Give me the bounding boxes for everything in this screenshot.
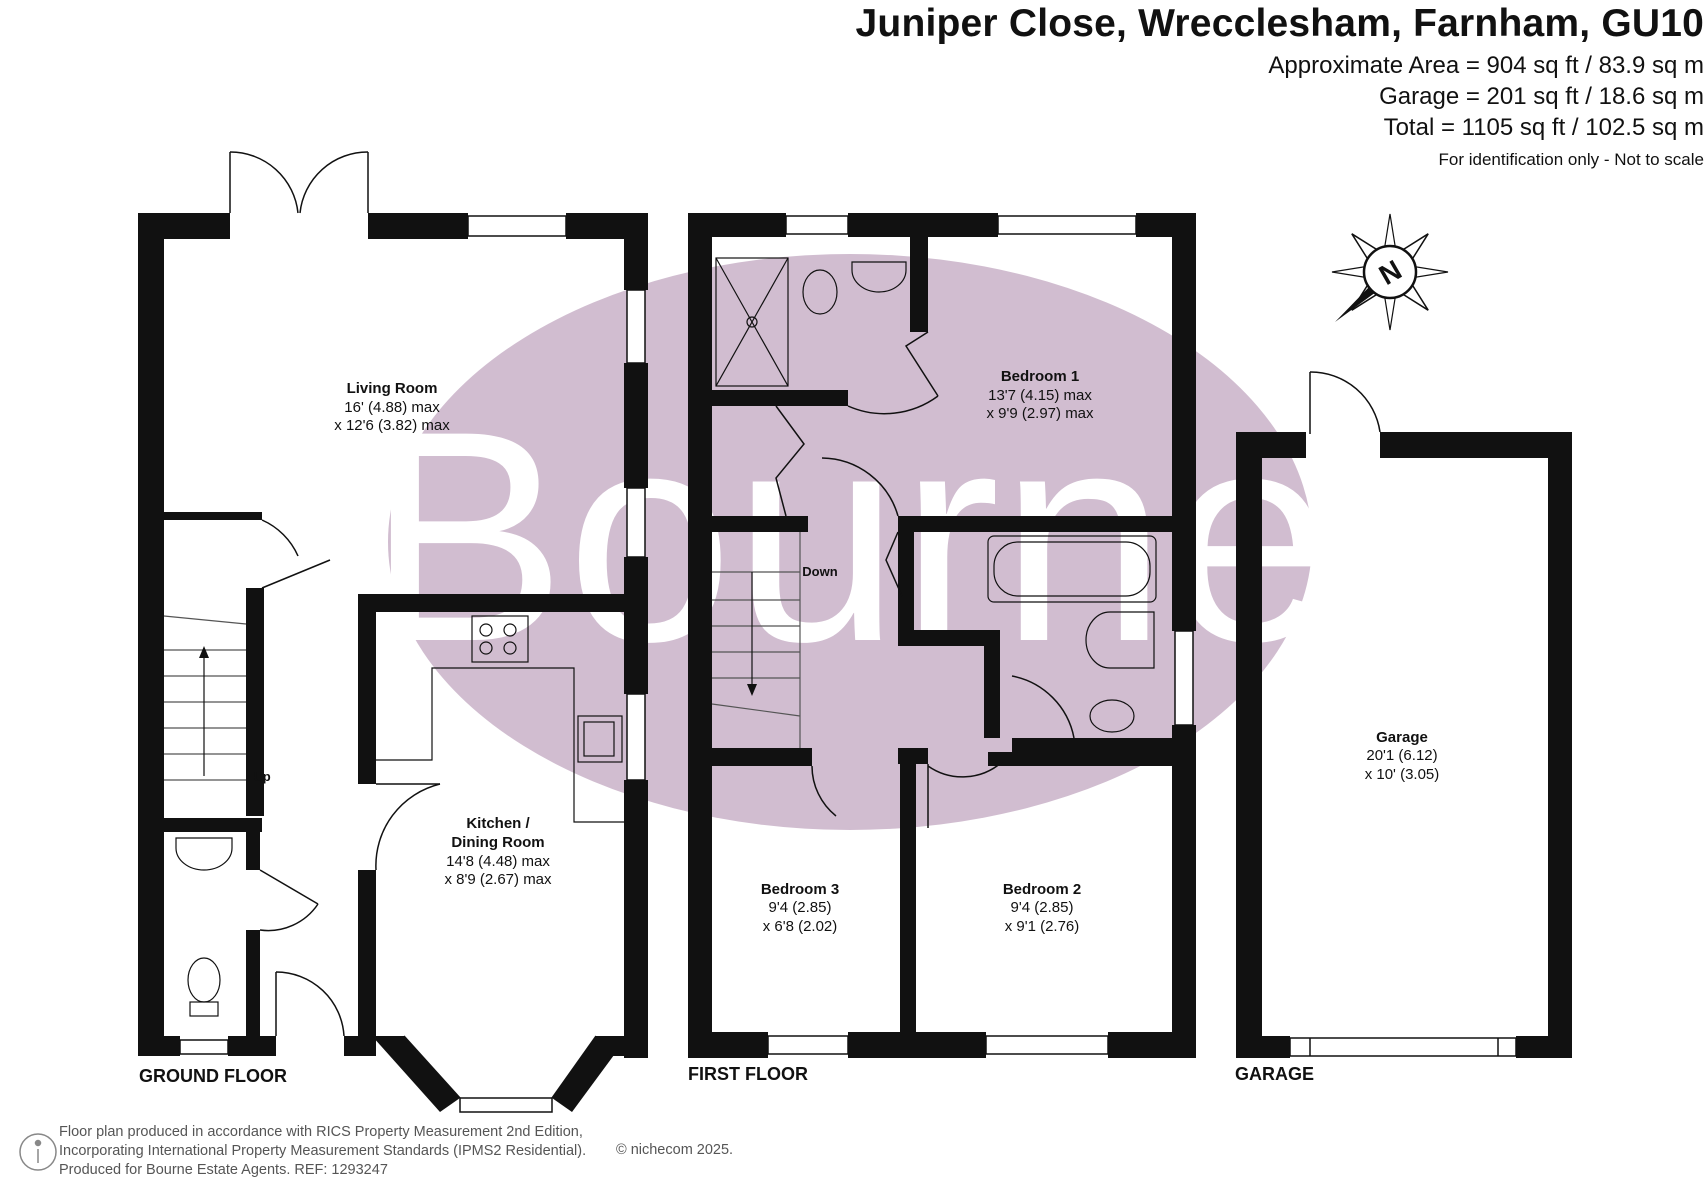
stairs-down-label: Down [802, 564, 837, 579]
ground-floor-walls [138, 213, 648, 1112]
wc-fittings [175, 837, 233, 1017]
ensuite-fittings [715, 257, 907, 387]
kitchen-name2: Dining Room [451, 834, 544, 851]
kitchen-fittings [376, 615, 624, 823]
bedroom2-name: Bedroom 2 [1003, 881, 1081, 898]
kitchen-name1: Kitchen / [466, 815, 530, 832]
compass-icon: N [1331, 213, 1449, 331]
first-floor-windows [767, 215, 1194, 1055]
ground-floor-doors [229, 151, 441, 1037]
stairs-up-label: Up [253, 769, 270, 784]
disclaimer: For identification only - Not to scale [1438, 150, 1704, 169]
living-room-name: Living Room [347, 380, 438, 397]
bedroom1-dim1: 13'7 (4.15) max [988, 387, 1092, 404]
toilet-icon [187, 957, 221, 1003]
garage-area: Garage = 201 sq ft / 18.6 sq m [1379, 83, 1704, 110]
first-floor-doors [775, 331, 1075, 828]
bedroom3-name: Bedroom 3 [761, 881, 839, 898]
watermark-ellipse [388, 254, 1312, 830]
bedroom2-dim1: 9'4 (2.85) [1011, 899, 1074, 916]
ground-floor-windows [179, 215, 646, 1113]
ground-stairs [163, 615, 247, 781]
footer-line1: Floor plan produced in accordance with R… [59, 1124, 583, 1140]
footer-line2: Incorporating International Property Mea… [59, 1143, 587, 1159]
kitchen-dim1: 14'8 (4.48) max [446, 853, 550, 870]
total-area: Total = 1105 sq ft / 102.5 sq m [1383, 114, 1704, 141]
toilet-icon [802, 269, 838, 315]
copyright: © nichecom 2025. [616, 1142, 734, 1158]
bath-icon [987, 535, 1157, 603]
garage-name: Garage [1376, 729, 1428, 746]
bedroom3-dim1: 9'4 (2.85) [769, 899, 832, 916]
garage-dim2: x 10' (3.05) [1365, 766, 1440, 783]
living-room-dim2: x 12'6 (3.82) max [334, 417, 450, 434]
approximate-area: Approximate Area = 904 sq ft / 83.9 sq m [1268, 52, 1704, 79]
page-title: Juniper Close, Wrecclesham, Farnham, GU1… [855, 2, 1704, 45]
basin-icon [851, 261, 907, 293]
hob-icon [471, 615, 529, 663]
info-icon [19, 1133, 57, 1171]
footer-line3: Produced for Bourne Estate Agents. REF: … [59, 1162, 388, 1178]
room-labels: Living Room 16' (4.88) max x 12'6 (3.82)… [253, 368, 1439, 935]
garage-label: GARAGE [1235, 1064, 1315, 1084]
basin-icon [175, 837, 233, 871]
first-floor-label: FIRST FLOOR [688, 1064, 808, 1084]
living-room-dim1: 16' (4.88) max [344, 399, 440, 416]
bedroom2-dim2: x 9'1 (2.76) [1005, 918, 1080, 935]
first-stairs [711, 532, 801, 748]
first-floor-walls [688, 213, 1196, 1058]
garage-dim1: 20'1 (6.12) [1366, 747, 1437, 764]
kitchen-dim2: x 8'9 (2.67) max [444, 871, 552, 888]
bedroom3-dim2: x 6'8 (2.02) [763, 918, 838, 935]
bathroom-fittings [987, 535, 1157, 733]
garage-walls [1236, 432, 1572, 1058]
sink-icon [577, 715, 623, 763]
ground-floor-label: GROUND FLOOR [139, 1066, 287, 1086]
shower-icon [715, 257, 789, 387]
toilet-icon [1089, 699, 1135, 733]
bedroom1-name: Bedroom 1 [1001, 368, 1079, 385]
basin-icon [1085, 611, 1155, 669]
garage-door [1289, 371, 1517, 1057]
bedroom1-dim2: x 9'9 (2.97) max [986, 405, 1094, 422]
